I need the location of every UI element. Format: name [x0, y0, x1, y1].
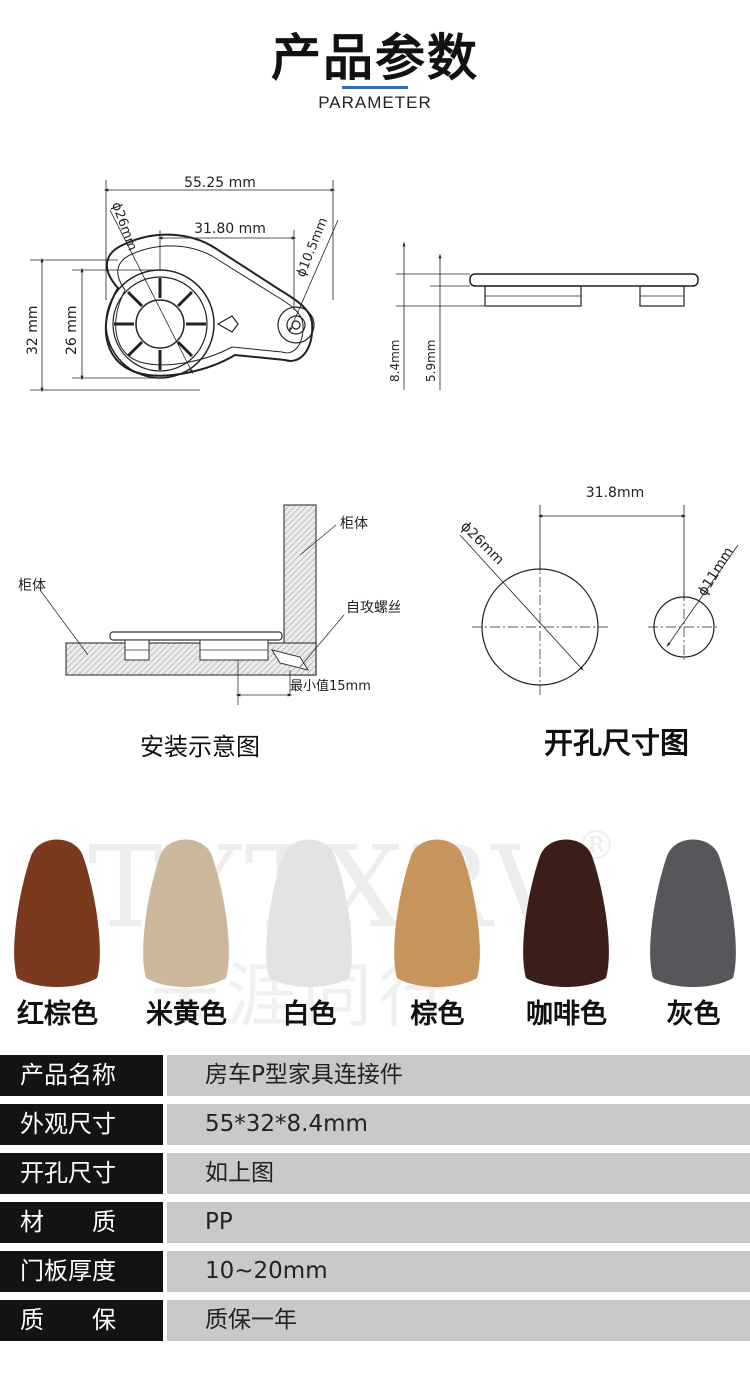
spec-row: 开孔尺寸如上图	[0, 1153, 750, 1194]
label-min-distance: 最小值15mm	[290, 678, 371, 694]
title-underline	[342, 86, 408, 89]
connector-dimension-drawing: 55.25 mm 31.80 mm ɸ26mm ɸ10.5mm 32 mm 26…	[25, 175, 699, 393]
dim-height-inner-label: 26 mm	[64, 305, 80, 355]
swatch-3	[266, 839, 352, 987]
swatch-1	[14, 839, 100, 987]
spec-key: 质 保	[0, 1300, 163, 1341]
spec-row: 产品名称房车P型家具连接件	[0, 1055, 750, 1096]
label-cabinet-left: 柜体	[18, 578, 46, 594]
spec-key: 外观尺寸	[0, 1104, 163, 1145]
hole-caption: 开孔尺寸图	[544, 726, 690, 760]
swatch-label-5: 咖啡色	[526, 999, 607, 1030]
dim-center-label: 31.80 mm	[194, 221, 266, 237]
swatch-label-3: 白色	[282, 999, 337, 1030]
swatch-label-6: 灰色	[666, 999, 721, 1030]
label-cabinet-top: 柜体	[340, 516, 368, 532]
swatch-2	[143, 839, 229, 987]
spec-value: 55*32*8.4mm	[167, 1104, 750, 1145]
spec-key: 门板厚度	[0, 1251, 163, 1292]
spec-value: 质保一年	[167, 1300, 750, 1341]
dim-length-label: 55.25 mm	[184, 175, 256, 191]
spec-value: 房车P型家具连接件	[167, 1055, 750, 1096]
spec-value: PP	[167, 1202, 750, 1243]
spec-key: 开孔尺寸	[0, 1153, 163, 1194]
spec-key: 材 质	[0, 1202, 163, 1243]
swatch-label-4: 棕色	[410, 999, 465, 1030]
hole-big-label: ɸ26mm	[457, 519, 507, 569]
spec-key: 产品名称	[0, 1055, 163, 1096]
swatch-5	[523, 839, 609, 987]
hole-small-label: ɸ11mm	[695, 545, 737, 600]
page-title: 产品参数	[271, 29, 479, 87]
swatch-label-2: 米黄色	[146, 999, 227, 1030]
swatch-6	[650, 839, 736, 987]
hole-size-diagram: 31.8mm ɸ26mm ɸ11mm	[457, 485, 739, 697]
swatch-label-1: 红棕色	[17, 999, 98, 1030]
dim-boss-label: 5.9mm	[424, 340, 438, 382]
dim-thickness-label: 8.4mm	[388, 340, 402, 382]
install-caption: 安装示意图	[140, 733, 260, 761]
hole-center-label: 31.8mm	[586, 485, 644, 501]
dim-big-hole-label: ɸ26mm	[108, 200, 139, 253]
color-swatches	[14, 839, 736, 987]
swatch-4	[394, 839, 480, 987]
dim-height-outer-label: 32 mm	[25, 305, 41, 355]
spec-value: 如上图	[167, 1153, 750, 1194]
label-screw: 自攻螺丝	[346, 600, 400, 616]
page-subtitle: PARAMETER	[318, 93, 432, 112]
installation-diagram: 柜体 柜体 自攻螺丝 最小值15mm	[18, 504, 400, 705]
spec-row: 质 保质保一年	[0, 1300, 750, 1341]
spec-value: 10~20mm	[167, 1251, 750, 1292]
